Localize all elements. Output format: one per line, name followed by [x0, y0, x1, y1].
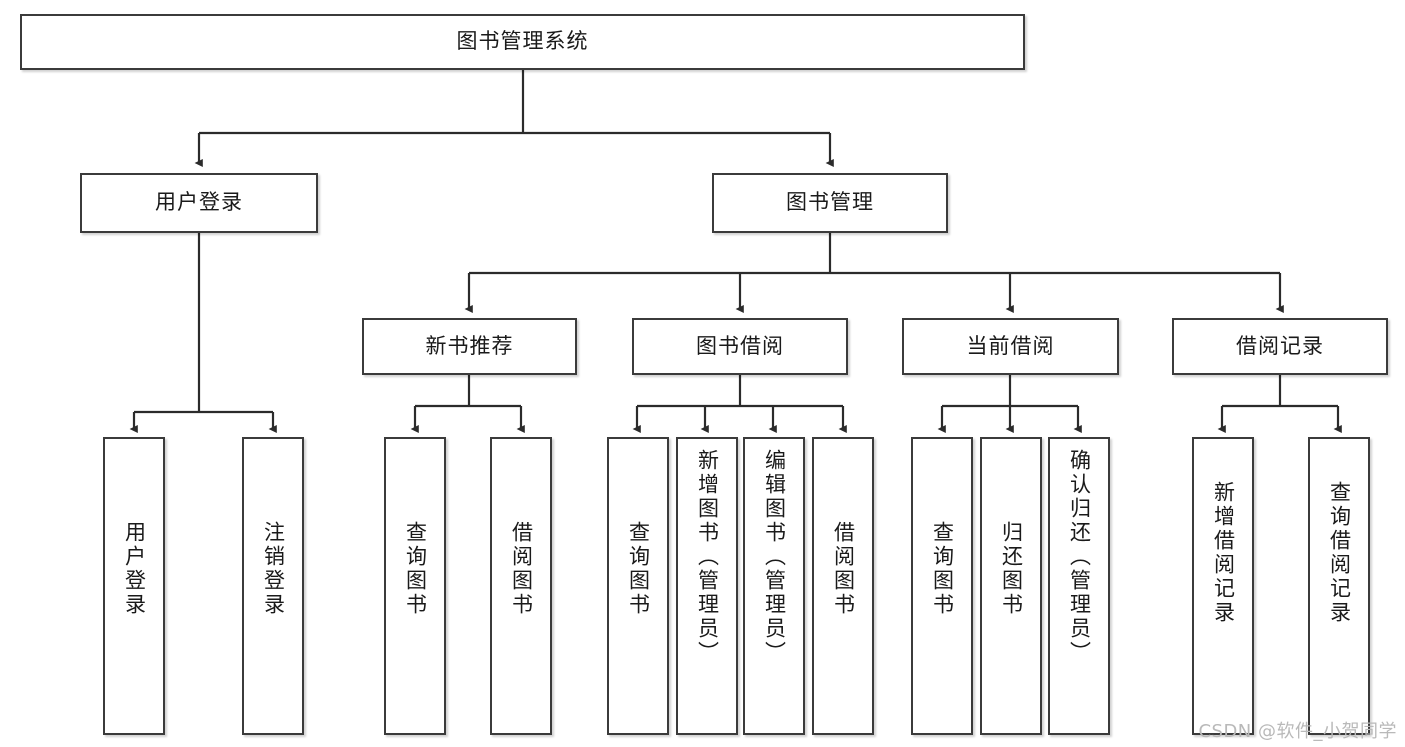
- node-label: 查询图书: [403, 521, 428, 617]
- leaf-book-borrow-edit-book-admin[interactable]: 编辑图书（管理员）: [743, 437, 805, 735]
- node-label: 新增图书（管理员）: [695, 449, 720, 665]
- node-label: 借阅记录: [1236, 333, 1324, 358]
- node-label: 新增借阅记录: [1211, 481, 1236, 625]
- node-label: 查询图书: [626, 521, 651, 617]
- node-label: 查询借阅记录: [1327, 481, 1352, 625]
- leaf-user-login-login[interactable]: 用户登录: [103, 437, 165, 735]
- leaf-current-borrow-query-book[interactable]: 查询图书: [911, 437, 973, 735]
- leaf-book-borrow-query-book[interactable]: 查询图书: [607, 437, 669, 735]
- leaf-new-book-borrow-book[interactable]: 借阅图书: [490, 437, 552, 735]
- leaf-new-book-query-book[interactable]: 查询图书: [384, 437, 446, 735]
- node-label: 借阅图书: [509, 521, 534, 617]
- node-new-book-recommend[interactable]: 新书推荐: [362, 318, 577, 375]
- node-book-management[interactable]: 图书管理: [712, 173, 948, 233]
- leaf-current-borrow-return-book[interactable]: 归还图书: [980, 437, 1042, 735]
- node-current-borrow[interactable]: 当前借阅: [902, 318, 1119, 375]
- node-label: 确认归还（管理员）: [1067, 449, 1092, 665]
- leaf-current-borrow-confirm-return-admin[interactable]: 确认归还（管理员）: [1048, 437, 1110, 735]
- leaf-book-borrow-borrow-book[interactable]: 借阅图书: [812, 437, 874, 735]
- node-label: 用户登录: [155, 190, 243, 215]
- leaf-borrow-record-add-record[interactable]: 新增借阅记录: [1192, 437, 1254, 735]
- node-label: 查询图书: [930, 521, 955, 617]
- node-label: 注销登录: [261, 521, 286, 617]
- node-label: 图书管理: [786, 190, 874, 215]
- node-label: 编辑图书（管理员）: [762, 449, 787, 665]
- node-label: 归还图书: [999, 521, 1024, 617]
- leaf-user-login-logout[interactable]: 注销登录: [242, 437, 304, 735]
- node-borrow-record[interactable]: 借阅记录: [1172, 318, 1388, 375]
- node-user-login[interactable]: 用户登录: [80, 173, 318, 233]
- node-label: 图书借阅: [696, 333, 784, 358]
- node-book-borrow[interactable]: 图书借阅: [632, 318, 848, 375]
- leaf-book-borrow-add-book-admin[interactable]: 新增图书（管理员）: [676, 437, 738, 735]
- node-root-book-management-system[interactable]: 图书管理系统: [20, 14, 1025, 70]
- node-label: 当前借阅: [966, 333, 1055, 358]
- node-label: 借阅图书: [831, 521, 856, 617]
- node-label: 用户登录: [122, 521, 147, 617]
- leaf-borrow-record-query-record[interactable]: 查询借阅记录: [1308, 437, 1370, 735]
- node-label: 新书推荐: [425, 333, 514, 358]
- node-label: 图书管理系统: [456, 29, 589, 54]
